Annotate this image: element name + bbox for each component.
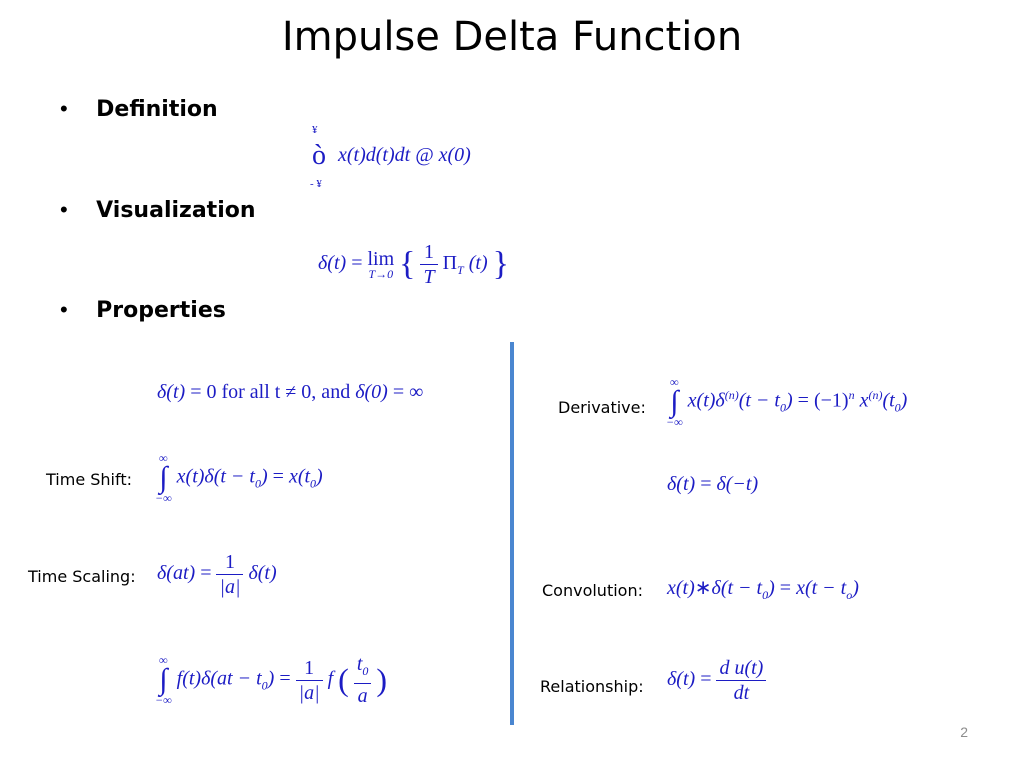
zero-property-equation: δ(t) = 0 for all t ≠ 0, and δ(0) = ∞ bbox=[157, 381, 424, 403]
page-number: 2 bbox=[960, 724, 968, 740]
relationship-label: Relationship: bbox=[540, 677, 644, 696]
time-shift-label: Time Shift: bbox=[46, 470, 132, 489]
slide-title: Impulse Delta Function bbox=[281, 14, 743, 60]
definition-upper-limit: ¥ bbox=[312, 124, 318, 136]
time-scaling-equation: δ(at) = 1|a| δ(t) bbox=[157, 551, 277, 598]
even-symmetry-equation: δ(t) = δ(−t) bbox=[667, 473, 759, 495]
bullet-dot: • bbox=[60, 197, 68, 222]
bullet-label: Definition bbox=[96, 97, 218, 122]
definition-integral-symbol: ò bbox=[312, 140, 326, 171]
time-shift-equation: ∞∫−∞ x(t)δ(t − t0) = x(t0) bbox=[155, 451, 323, 505]
bullet-visualization: • Visualization bbox=[60, 197, 256, 223]
definition-equation: x(t)d(t)dt @ x(0) bbox=[338, 144, 471, 166]
bullet-dot: • bbox=[60, 96, 68, 121]
convolution-label: Convolution: bbox=[542, 581, 643, 600]
bullet-properties: • Properties bbox=[60, 297, 226, 323]
bullet-dot: • bbox=[60, 297, 68, 322]
derivative-label: Derivative: bbox=[558, 398, 646, 417]
derivative-equation: ∞∫−∞ x(t)δ(n)(t − t0) = (−1)n x(n)(t0) bbox=[666, 375, 908, 429]
definition-lower-limit: - ¥ bbox=[310, 178, 322, 190]
time-scaling-label: Time Scaling: bbox=[28, 567, 136, 586]
bullet-label: Properties bbox=[96, 298, 226, 323]
relationship-equation: δ(t) = d u(t)dt bbox=[667, 656, 767, 705]
column-divider bbox=[510, 342, 514, 725]
convolution-equation: x(t)∗δ(t − t0) = x(t − to) bbox=[667, 577, 859, 602]
bullet-definition: • Definition bbox=[60, 96, 218, 122]
bullet-label: Visualization bbox=[96, 198, 256, 223]
